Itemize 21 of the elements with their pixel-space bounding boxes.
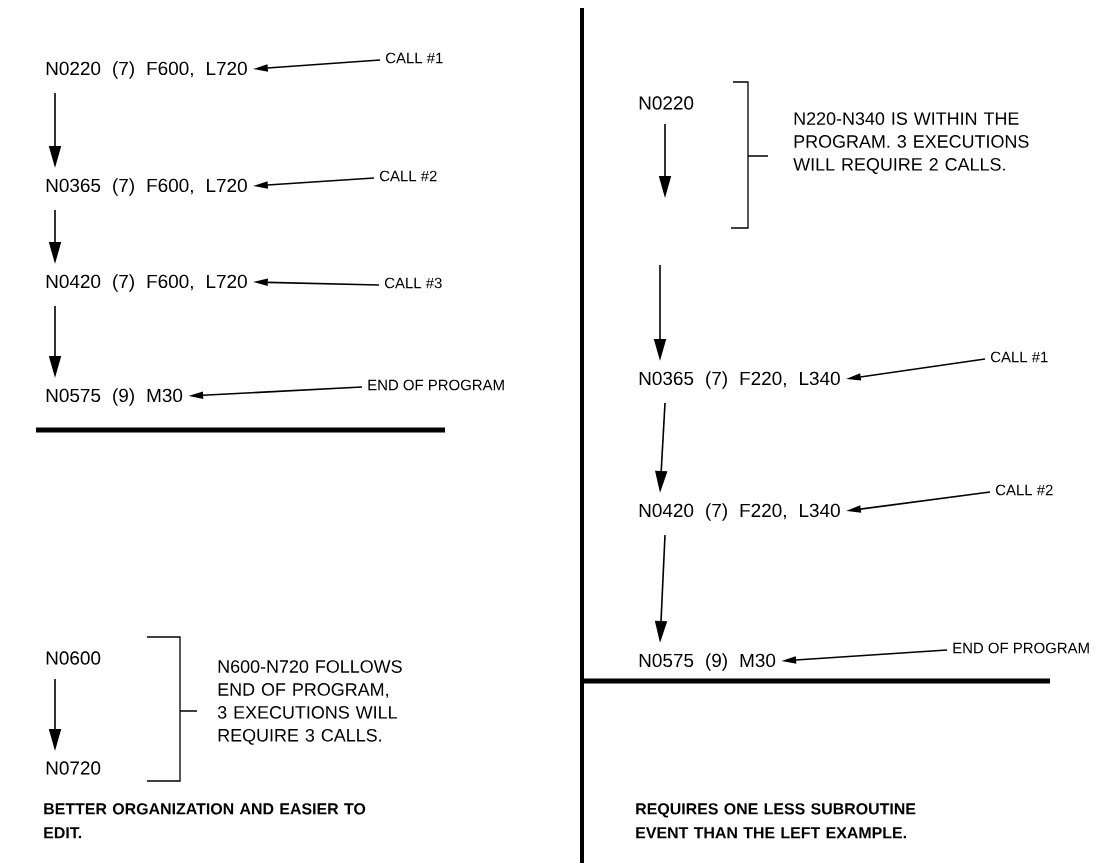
code-line: N0575 (9) M30 (46, 388, 183, 406)
code-line: N0600 (46, 651, 101, 665)
callout-label: CALL #2 (995, 484, 1053, 496)
callout-label: CALL #2 (379, 170, 437, 182)
code-line: N0420 (7) F600, L720 (46, 274, 247, 292)
caption-text: REQUIRES ONE LESS SUBROUTINE EVENT THAN THE LEFT EXAMPLE. (636, 803, 916, 839)
code-line: N0420 (7) F220, L340 (639, 503, 840, 521)
bracket-note: N600-N720 FOLLOWS END OF PROGRAM, 3 EXECUTIONS WILL REQUIRE 3 CALLS. (217, 660, 402, 745)
code-line: N0220 (639, 96, 694, 110)
code-line: N0720 (46, 761, 101, 775)
callout-label: CALL #1 (990, 351, 1048, 363)
callout-label: END OF PROGRAM (953, 642, 1089, 654)
callout-label: CALL #3 (384, 277, 442, 289)
code-line: N0575 (9) M30 (639, 653, 776, 671)
code-line: N0365 (7) F600, L720 (46, 178, 247, 196)
code-line: N0220 (7) F600, L720 (46, 61, 247, 79)
code-line: N0365 (7) F220, L340 (639, 371, 840, 389)
caption-text: BETTER ORGANIZATION AND EASIER TO EDIT. (44, 803, 366, 839)
callout-label: END OF PROGRAM (368, 379, 504, 391)
bracket-note: N220-N340 IS WITHIN THE PROGRAM. 3 EXECUTIONS WILL REQUIRE 2 CALLS. (793, 112, 1029, 174)
callout-label: CALL #1 (385, 52, 443, 64)
